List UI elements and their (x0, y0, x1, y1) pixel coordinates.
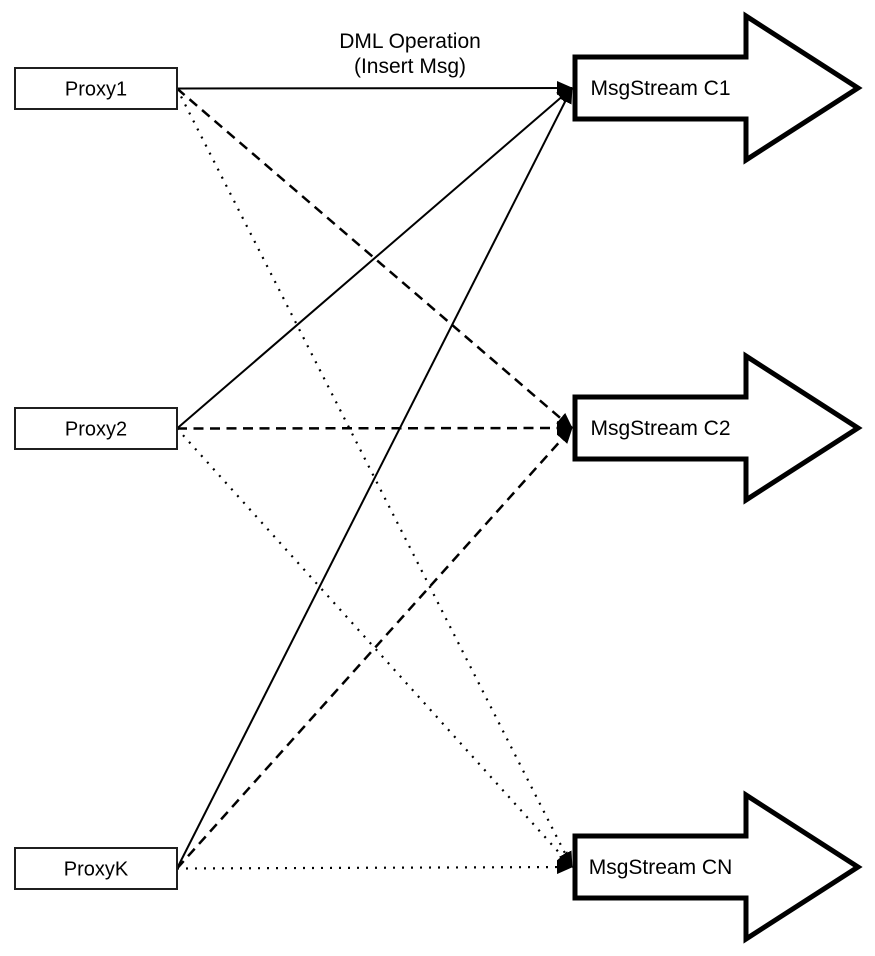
stream-arrow-cn (572, 790, 863, 944)
proxy-node-proxy1 (14, 67, 178, 110)
stream-label-cn: MsgStream CN (589, 856, 733, 879)
stream-arrow-c2 (572, 351, 863, 505)
proxy-label-proxyk: ProxyK (64, 859, 129, 881)
edge-proxy2-c2-dashed (176, 421, 573, 436)
edge-proxy1-cn-dotted (176, 88, 573, 868)
proxy-node-proxy2 (14, 407, 178, 450)
title-line-2: (Insert Msg) (354, 55, 466, 78)
stream-arrow-c1 (572, 11, 863, 165)
edge-proxy1-c1-solid (176, 81, 573, 96)
proxy-label-proxy1: Proxy1 (65, 79, 127, 101)
edge-proxyk-cn-dotted (176, 860, 573, 875)
diagram-title: DML Operation (Insert Msg) (339, 30, 481, 78)
proxy-node-proxyk (14, 847, 178, 890)
edge-proxy1-c2-dashed (176, 87, 573, 429)
msgstream-arrows-layer: MsgStream C1 MsgStream C2 MsgStream CN (572, 11, 863, 944)
edges-layer (176, 81, 573, 875)
title-line-1: DML Operation (339, 30, 481, 53)
edge-proxy2-c1-solid (176, 87, 573, 430)
stream-label-c1: MsgStream C1 (590, 77, 730, 100)
edge-proxyk-c1-solid (176, 87, 573, 869)
edge-proxyk-c2-dashed (176, 427, 573, 870)
stream-label-c2: MsgStream C2 (590, 417, 730, 440)
proxy-label-proxy2: Proxy2 (65, 419, 127, 441)
